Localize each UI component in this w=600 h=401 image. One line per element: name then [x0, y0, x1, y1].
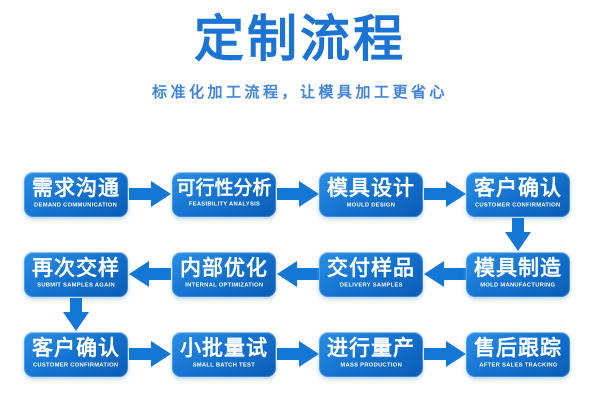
step-subtitle-en: MOULD DESIGN: [346, 201, 396, 208]
flow-step-mold-manufacturing: 模具制造 MOLD MANUFACTURING: [466, 252, 570, 297]
step-subtitle-en: CUSTOMER CONFIRMATION: [33, 361, 119, 368]
step-title-zh: 模具设计: [327, 177, 415, 201]
arrow-down-icon: [505, 218, 531, 251]
arrow-right-icon: [277, 341, 319, 367]
step-subtitle-en: CUSTOMER CONFIRMATION: [475, 201, 561, 208]
arrow-right-icon: [424, 181, 466, 207]
step-subtitle-en: INTERNAL OPTIMIZATION: [184, 281, 264, 288]
step-subtitle-en: DELIVERY SAMPLES: [339, 281, 403, 288]
step-title-zh: 模具制造: [474, 257, 562, 281]
step-title-zh: 客户确认: [474, 177, 562, 201]
arrow-right-icon: [129, 341, 171, 367]
arrow-right-icon: [277, 181, 319, 207]
step-subtitle-en: DEMAND COMMUNICATION: [34, 201, 118, 208]
arrow-left-icon: [277, 261, 319, 287]
step-title-zh: 可行性分析: [176, 178, 272, 200]
flow-step-feasibility-analysis: 可行性分析 FEASIBILITY ANALYSIS: [172, 172, 276, 217]
step-subtitle-en: SMALL BATCH TEST: [192, 361, 256, 368]
arrow-left-icon: [129, 261, 171, 287]
step-title-zh: 内部优化: [180, 257, 268, 281]
step-subtitle-en: MOLD MANUFACTURING: [480, 281, 556, 288]
arrow-right-icon: [129, 181, 171, 207]
arrow-down-icon: [63, 298, 89, 331]
flow-step-mass-production: 进行量产 MASS PRODUCTION: [319, 332, 423, 377]
step-subtitle-en: MASS PRODUCTION: [340, 361, 402, 368]
step-subtitle-en: SUBMIT SAMPLES AGAIN: [37, 281, 115, 288]
flow-step-small-batch-test: 小批量试 SMALL BATCH TEST: [172, 332, 276, 377]
flow-step-mould-design: 模具设计 MOULD DESIGN: [319, 172, 423, 217]
page-subtitle: 标准化加工流程，让模具加工更省心: [151, 84, 448, 101]
step-subtitle-en: FEASIBILITY ANALYSIS: [188, 200, 260, 207]
step-title-zh: 再次交样: [32, 257, 120, 281]
step-title-zh: 交付样品: [327, 257, 415, 281]
step-title-zh: 售后跟踪: [474, 337, 562, 361]
step-title-zh: 客户确认: [32, 337, 120, 361]
step-subtitle-en: AFTER SALES TRACKING: [478, 361, 558, 368]
flow-step-submit-samples-again: 再次交样 SUBMIT SAMPLES AGAIN: [24, 252, 128, 297]
flow-step-delivery-samples: 交付样品 DELIVERY SAMPLES: [319, 252, 423, 297]
flow-step-internal-optimization: 内部优化 INTERNAL OPTIMIZATION: [172, 252, 276, 297]
step-title-zh: 进行量产: [327, 337, 415, 361]
flow-step-customer-confirmation-1: 客户确认 CUSTOMER CONFIRMATION: [466, 172, 570, 217]
flow-step-after-sales-tracking: 售后跟踪 AFTER SALES TRACKING: [466, 332, 570, 377]
step-title-zh: 小批量试: [180, 337, 268, 361]
step-title-zh: 需求沟通: [32, 177, 120, 201]
arrow-right-icon: [424, 341, 466, 367]
arrow-left-icon: [424, 261, 466, 287]
flow-step-customer-confirmation-2: 客户确认 CUSTOMER CONFIRMATION: [24, 332, 128, 377]
page-title: 定制流程: [194, 11, 406, 67]
flow-step-demand-communication: 需求沟通 DEMAND COMMUNICATION: [24, 172, 128, 217]
